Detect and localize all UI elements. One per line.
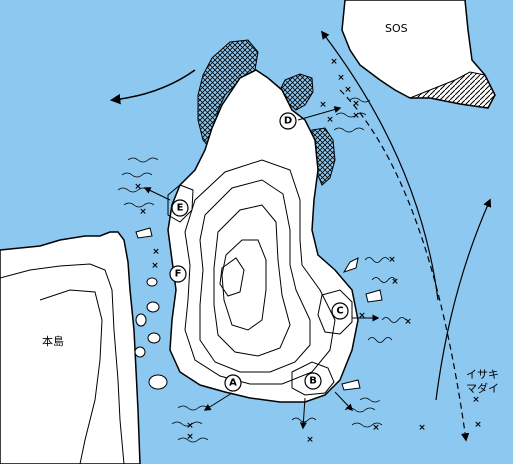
label-madai: マダイ [466, 381, 499, 395]
main-island-contour-2 [39, 289, 103, 464]
spot-mark: × [358, 311, 366, 321]
arrow-icon [435, 198, 492, 401]
contour-5 [219, 257, 245, 297]
main-island-contour [0, 263, 125, 464]
point-e: E [171, 199, 189, 217]
spot-mark: × [186, 432, 194, 442]
spot-mark: × [337, 73, 345, 83]
svg-text:C: C [336, 306, 343, 317]
rock-6 [148, 374, 168, 390]
spot-marks: × × × × × × × × × × × × × × × × × × × × … [134, 57, 482, 445]
contour-1 [184, 159, 336, 385]
spot-mark: × [186, 421, 194, 431]
spot-mark: × [134, 182, 142, 192]
spot-mark: × [388, 255, 396, 265]
rock-4 [147, 332, 161, 344]
spot-mark: × [472, 395, 480, 405]
arrow-icon [297, 106, 342, 121]
spot-mark: × [319, 100, 327, 110]
spot-mark: × [372, 423, 380, 433]
spot-mark: × [404, 317, 412, 327]
arrow-icon [109, 69, 196, 105]
svg-text:D: D [284, 116, 292, 127]
spot-mark: × [391, 277, 399, 287]
spot-mark: × [151, 261, 159, 271]
spot-mark: × [352, 111, 360, 121]
rock-1 [146, 277, 158, 287]
svg-text:F: F [175, 269, 182, 280]
arrow-icon [320, 30, 439, 301]
label-main-island: 本島 [42, 334, 64, 348]
spot-mark: × [474, 420, 482, 430]
contour-4 [221, 239, 267, 331]
spot-mark: × [352, 99, 360, 109]
svg-text:A: A [229, 378, 237, 389]
point-b: B [304, 372, 322, 390]
contour-b [291, 361, 335, 396]
arrow-icon [203, 392, 233, 411]
spot-mark: × [330, 57, 338, 67]
svg-text:B: B [309, 376, 317, 387]
rock-3 [135, 313, 147, 327]
point-a: A [224, 374, 242, 392]
label-isaki: イサキ [466, 368, 499, 381]
spot-mark: × [152, 247, 160, 257]
contour-3 [213, 204, 291, 357]
arrow-icon [334, 391, 353, 412]
point-f: F [169, 265, 187, 283]
point-c: C [331, 302, 349, 320]
sos-island-reef [409, 71, 496, 109]
svg-text:E: E [177, 203, 184, 214]
spot-mark: × [418, 423, 426, 433]
boat-icon [135, 227, 383, 391]
rock-2 [146, 301, 160, 313]
label-sos: SOS [385, 22, 408, 35]
spot-mark: × [326, 115, 334, 125]
arrow-icon [299, 397, 307, 430]
arrow-icon [143, 187, 171, 201]
contour-2 [199, 179, 311, 373]
spot-mark: × [306, 435, 314, 445]
point-d: D [279, 112, 297, 130]
spot-mark: × [139, 207, 147, 217]
main-island [0, 231, 141, 464]
contour-c [317, 289, 353, 335]
arrow-icon [339, 89, 470, 442]
spot-mark: × [344, 85, 352, 95]
wave-icon [117, 97, 407, 443]
rock-5 [134, 346, 146, 358]
contour-e [167, 184, 194, 223]
